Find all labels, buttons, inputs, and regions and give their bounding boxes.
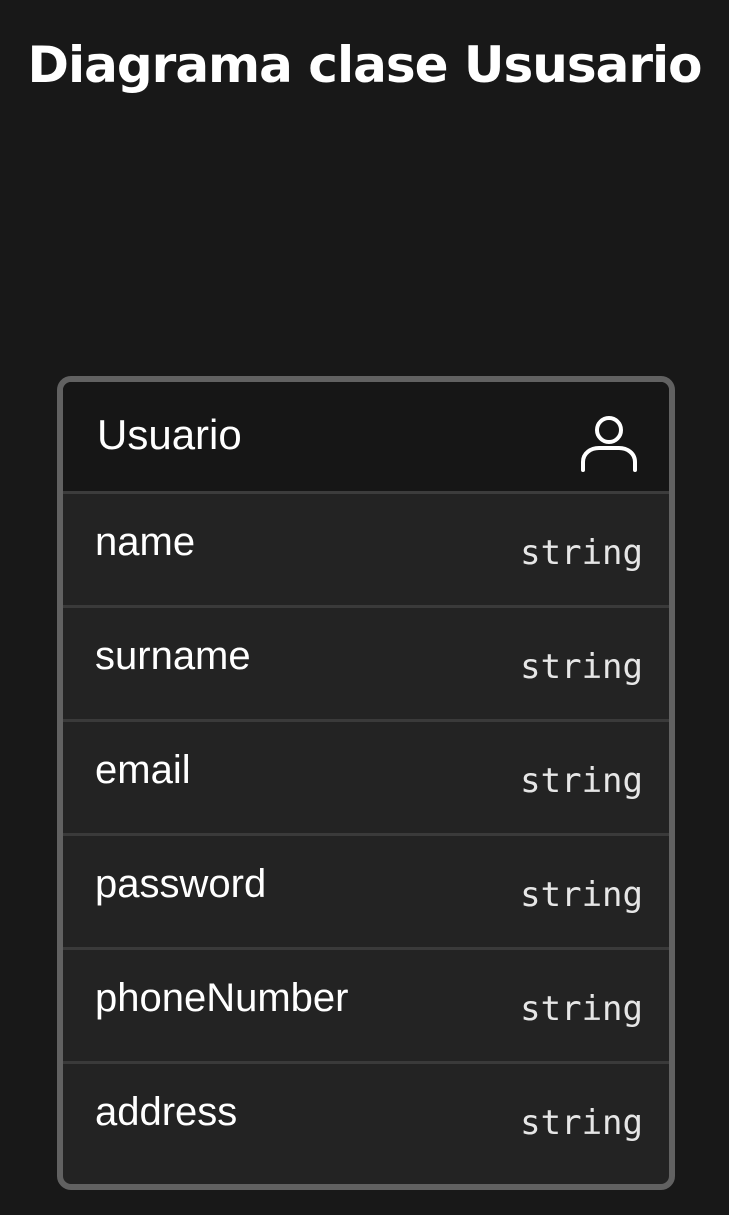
field-name: phoneNumber [95,976,349,1020]
entity-name: Usuario [97,411,242,458]
field-row-phonenumber: phoneNumber string [63,950,669,1064]
field-type: string [520,647,643,687]
field-name: password [95,862,267,906]
field-row-surname: surname string [63,608,669,722]
entity-header: Usuario [63,382,669,494]
field-name: email [95,748,191,792]
field-name: address [95,1090,238,1134]
field-name: surname [95,634,251,678]
field-name: name [95,520,196,564]
user-icon [581,416,637,472]
field-type: string [520,989,643,1029]
field-type: string [520,533,643,573]
field-row-password: password string [63,836,669,950]
field-type: string [520,761,643,801]
field-row-email: email string [63,722,669,836]
field-row-address: address string [63,1064,669,1178]
diagram-title: Diagrama clase Ususario [27,36,702,94]
entity-usuario[interactable]: Usuario name string surname string email… [57,376,675,1190]
field-row-name: name string [63,494,669,608]
field-type: string [520,875,643,915]
field-type: string [520,1103,643,1143]
